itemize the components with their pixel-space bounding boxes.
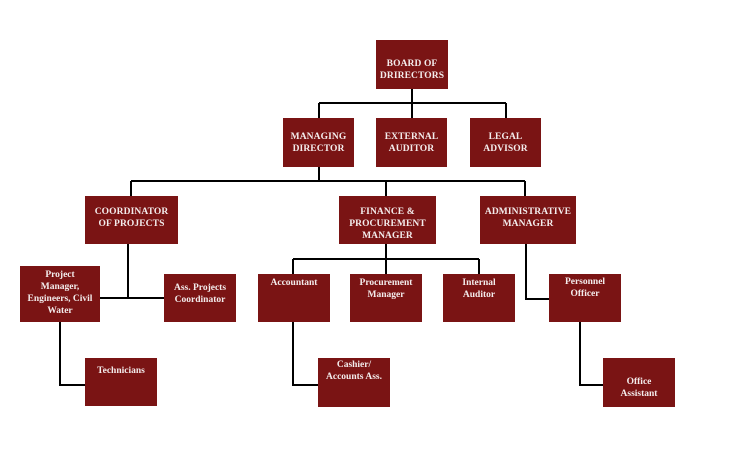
node-label: FINANCE & PROCUREMENT MANAGER [349,207,426,241]
node-accountant: Accountant [258,274,330,322]
node-label: Accountant [270,278,318,288]
node-ass-projects-coordinator: Ass. Projects Coordinator [164,274,236,322]
node-label: BOARD OF DRIRECTORS [379,58,445,81]
node-label: Cashier/ Accounts Ass. [326,360,382,382]
node-label: MANAGING DIRECTOR [290,131,347,154]
node-procurement-manager: Procurement Manager [350,274,422,322]
connector-pm-technicians [59,322,85,386]
node-label: Personnel Officer [564,277,606,299]
node-label: COORDINATOR OF PROJECTS [94,207,169,229]
node-label: Procurement Manager [359,278,413,300]
node-internal-auditor: Internal Auditor [443,274,515,322]
node-label: EXTERNAL AUDITOR [384,131,439,154]
node-coordinator-of-projects: COORDINATOR OF PROJECTS [85,196,178,244]
node-cashier-accounts-ass: Cashier/ Accounts Ass. [318,358,390,407]
connector-accountant-cashier [292,322,318,386]
node-technicians: Technicians [85,358,157,406]
connector-admin-personnel [525,244,549,300]
node-project-manager: Project Manager, Engineers, Civil Water [20,266,100,322]
node-personnel-officer: Personnel Officer [549,274,621,322]
node-label: Internal Auditor [462,278,496,300]
node-label: LEGAL ADVISOR [483,131,528,154]
node-office-assistant: Office Assistant [603,358,675,407]
node-label: Ass. Projects Coordinator [173,283,227,305]
node-legal-advisor: LEGAL ADVISOR [470,118,541,167]
connector-personnel-office [579,322,603,386]
node-label: Technicians [97,366,145,376]
node-label: ADMINISTRATIVE MANAGER [484,207,572,229]
node-finance-procurement-manager: FINANCE & PROCUREMENT MANAGER [339,196,436,244]
node-label: Project Manager, Engineers, Civil Water [27,270,93,316]
node-external-auditor: EXTERNAL AUDITOR [376,118,447,167]
node-label: Office Assistant [620,376,658,399]
node-board-of-directors: BOARD OF DRIRECTORS [376,40,448,89]
node-managing-director: MANAGING DIRECTOR [283,118,354,167]
node-administrative-manager: ADMINISTRATIVE MANAGER [480,196,576,244]
